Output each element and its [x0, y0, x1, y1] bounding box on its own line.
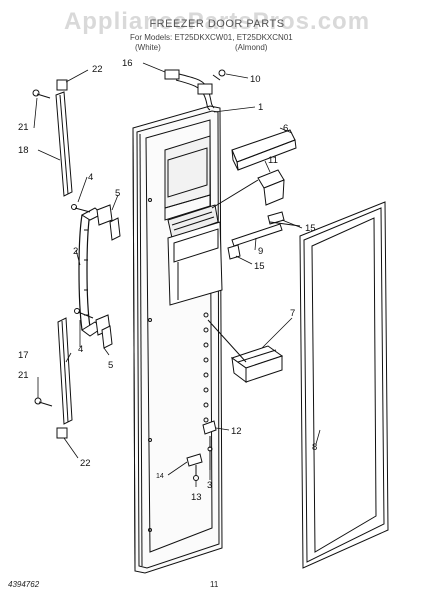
callout-labels: 22 10 16 1 21 6 18 11 4 5 15 2 9 15 7 17… — [18, 58, 317, 503]
callout-11: 11 — [268, 155, 278, 166]
end-cap-top — [56, 79, 68, 91]
page-title: FREEZER DOOR PARTS — [149, 18, 285, 30]
callout-14: 14 — [156, 473, 164, 480]
callout-7: 7 — [290, 308, 295, 319]
callout-6: 6 — [283, 123, 288, 134]
callout-13: 13 — [191, 492, 202, 503]
door-panel — [132, 105, 223, 574]
callout-15-right: 15 — [305, 223, 316, 234]
door-shelf — [231, 129, 297, 171]
trim-strip-15-top — [267, 211, 301, 227]
callout-10: 10 — [250, 74, 261, 85]
hinge-bracket — [186, 453, 203, 481]
model-numbers: For Models: ET25DKXCW01, ET25DKXCN01 — [130, 33, 293, 42]
callout-21-top: 21 — [18, 122, 29, 133]
handle-mount-top — [71, 204, 121, 241]
door-gasket — [299, 201, 389, 569]
drip-tray-trim — [231, 223, 283, 253]
callout-12: 12 — [231, 426, 242, 437]
callout-5-top: 5 — [115, 188, 120, 199]
callout-16: 16 — [122, 58, 133, 69]
callout-22-top: 22 — [92, 64, 103, 75]
variant-almond: (Almond) — [235, 43, 268, 52]
hinge-cam — [202, 420, 217, 448]
page-number: 11 — [210, 580, 219, 589]
callout-22-bottom: 22 — [80, 458, 91, 469]
callout-3: 3 — [207, 480, 212, 491]
trim-strip-15-bottom — [227, 244, 241, 260]
callout-8: 8 — [312, 442, 317, 453]
drip-tray — [207, 319, 284, 383]
screw-21-bottom — [34, 397, 53, 407]
callout-21-bottom: 21 — [18, 370, 29, 381]
callout-18: 18 — [18, 145, 29, 156]
callout-5-bottom: 5 — [108, 360, 113, 371]
document-number: 4394762 — [8, 580, 40, 589]
callout-1: 1 — [258, 102, 263, 113]
handle-mount-bottom — [74, 308, 113, 349]
callout-17: 17 — [18, 350, 29, 361]
watermark-title: AppliancePartsPros.com — [63, 8, 371, 35]
callout-2: 2 — [73, 246, 78, 257]
wire-harness — [164, 69, 215, 111]
hinge-pin — [207, 446, 213, 470]
leader-lines — [33, 62, 321, 487]
ice-chute-door — [211, 169, 285, 209]
handle-trim-top — [55, 91, 73, 197]
callout-4-bottom: 4 — [78, 344, 83, 355]
end-cap-bottom — [56, 427, 68, 439]
screw-21-top — [32, 89, 51, 99]
callout-4-top: 4 — [88, 172, 93, 183]
screw-10 — [212, 69, 226, 81]
callout-15-left: 15 — [254, 261, 265, 272]
variant-white: (White) — [135, 43, 161, 52]
callout-9: 9 — [258, 246, 263, 257]
handle-trim-bottom — [57, 317, 73, 425]
